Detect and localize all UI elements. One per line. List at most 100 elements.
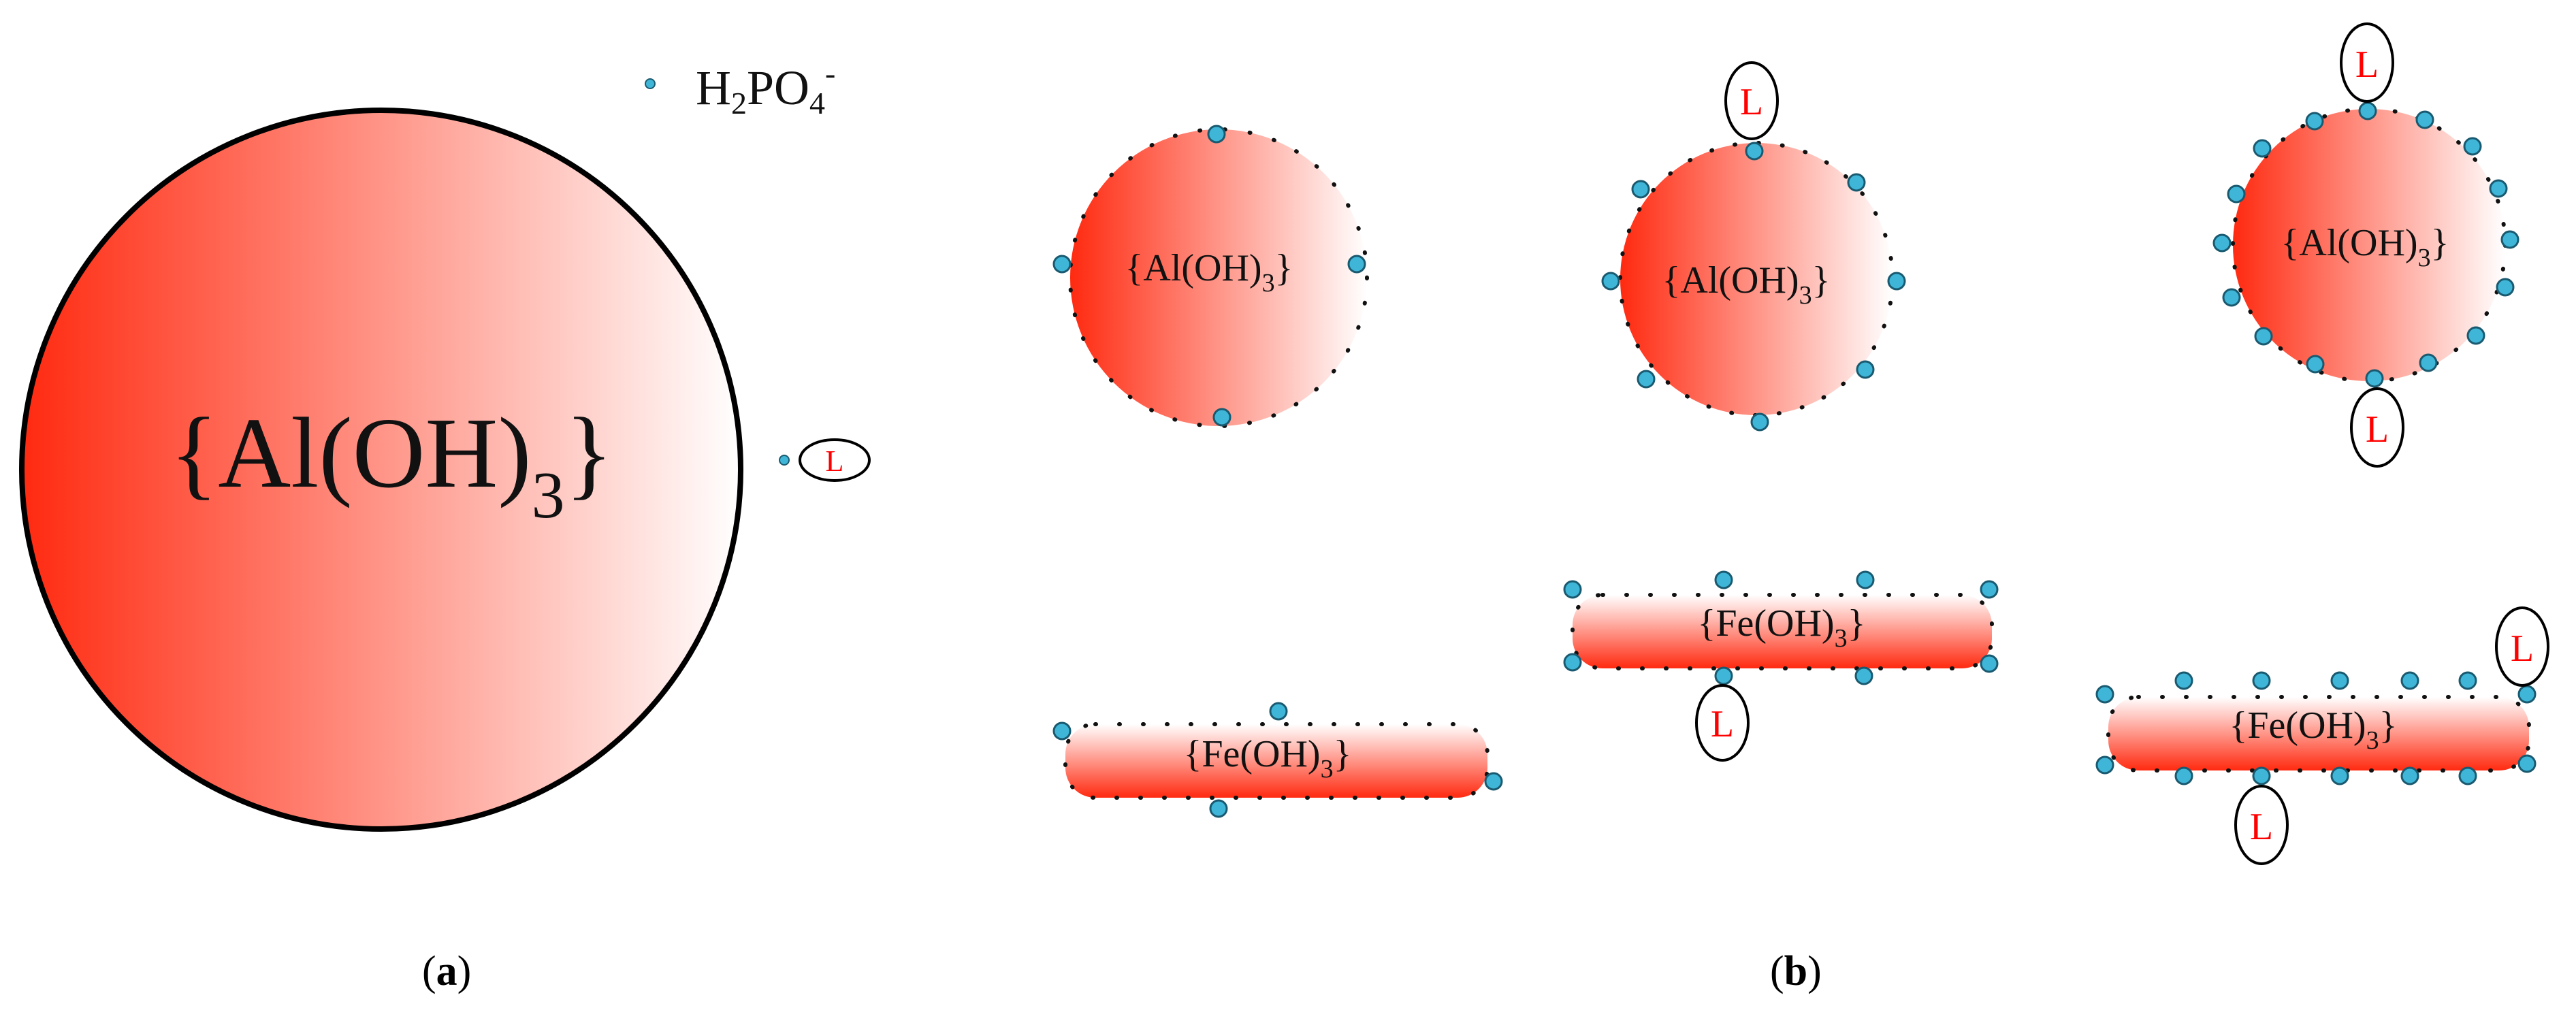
al-particle-plain: {Al(OH)3} [1052,125,1369,428]
ion-dot [1637,370,1656,389]
ligand-ellipse [799,438,871,482]
ion-dot [2330,671,2349,690]
ligand-label: L [2250,806,2273,848]
ion-dot [2305,112,2324,131]
ligand-ellipse [2495,606,2549,687]
ion-dot [2500,230,2519,249]
caption-a-letter: a [436,948,457,994]
fe-particle-two-ligands: {Fe(OH)3} L L [2095,606,2549,865]
particle-dotted-outline [2106,695,2531,773]
ion-dot [1269,702,1288,721]
ion-dot [2365,369,2384,388]
fe-particle-one-ligand: {Fe(OH)3} L [1563,570,1999,762]
fe-particle-plain: {Fe(OH)3} [1052,702,1503,818]
ion-dot [2252,766,2271,785]
particle-label: {Fe(OH)3} [1698,602,1866,653]
ion-dot [2095,685,2114,704]
ligand-ellipse [2340,22,2394,103]
ion-dot [2400,671,2419,690]
particle-body [2233,109,2505,381]
ion-dot [2415,110,2434,129]
ion-dot [1207,125,1226,144]
phosphate-ion-legend-label: H2PO4- [696,56,835,120]
ion-dot [1980,580,1999,599]
ion-dot [1887,272,1906,291]
ligand-ellipse [1724,61,1779,140]
ligand-ellipse [1695,684,1750,762]
ion-dot [1212,408,1231,427]
caption-b: (b) [1770,948,1822,994]
ion-dot [1563,580,1582,599]
particle-label: {Al(OH)3} [1125,247,1293,297]
ion-dot [2458,671,2477,690]
ion-dot [2254,327,2273,346]
ion-dot [1856,570,1875,589]
ion-dot [2463,137,2482,156]
panel-a: {Al(OH)3} H2PO4- L [19,56,871,832]
ion-dot [2489,179,2508,198]
panel-b: {Al(OH)3} {Al(OH)3} L [1052,22,2549,865]
particle-body [1070,129,1367,426]
ion-dot [2517,685,2537,704]
ion-dot [1601,272,1620,291]
ion-dot [1854,666,1873,685]
ligand-ellipse [2350,387,2404,468]
large-al-oh3-particle [19,108,743,832]
large-particle-label: {Al(OH)3} [170,397,613,532]
ion-dot [2174,671,2193,690]
ion-dot [2227,184,2246,204]
particle-dotted-outline [1068,127,1369,428]
particle-body [2108,697,2529,770]
particle-label: {Fe(OH)3} [1184,733,1352,783]
ion-dot [2358,101,2377,120]
ion-dot [1856,360,1875,379]
ion-dot [2330,766,2349,785]
ion-dot [1980,654,1999,673]
ion-dot [2419,353,2438,372]
caption-b-letter: b [1784,948,1808,994]
ion-dot [779,455,790,466]
ligand-label: L [2511,628,2534,670]
particle-body [1065,724,1487,798]
ion-dot [1347,255,1366,274]
ion-dot [1847,173,1866,192]
ion-dot [1052,255,1072,274]
ion-dot [2306,355,2325,374]
al-particle-one-ligand: {Al(OH)3} L [1601,61,1906,432]
ion-dot [2466,326,2485,345]
ion-dot [2222,288,2241,307]
ligand-label: L [2355,44,2379,86]
ligand-label: L [2366,408,2389,451]
ion-dot [2458,766,2477,785]
ion-dot [2252,671,2271,690]
ion-dot [1563,653,1582,672]
ion-dot [1209,799,1228,818]
ion-dot [1484,772,1503,791]
ligand-label: L [826,444,844,478]
ligand-label: L [1711,703,1734,745]
ion-dot [1750,412,1769,432]
al-particle-two-ligands: {Al(OH)3} L L [2212,22,2519,468]
ion-dot [2174,766,2193,785]
ion-dot [2400,766,2419,785]
particle-dotted-outline [1571,593,1994,670]
particle-body [1573,595,1992,668]
ion-dot [2253,139,2272,158]
ion-dot [2095,756,2114,775]
ligand-ellipse [2234,785,2289,865]
ion-dot [1631,180,1650,199]
caption-a: (a) [422,948,472,994]
phosphate-ion-legend-dot [645,78,656,89]
ligand-label: L [1740,81,1763,123]
ion-dot [2212,233,2232,253]
ion-dot [2517,754,2537,773]
particle-label: {Al(OH)3} [1662,259,1831,310]
ion-dot [1745,142,1764,161]
ion-dot [1714,570,1733,589]
particle-body [1620,143,1893,415]
particle-label: {Fe(OH)3} [2229,704,2398,755]
ion-dot [2496,278,2515,297]
ion-dot [1052,721,1072,741]
ion-dot [1714,666,1733,685]
